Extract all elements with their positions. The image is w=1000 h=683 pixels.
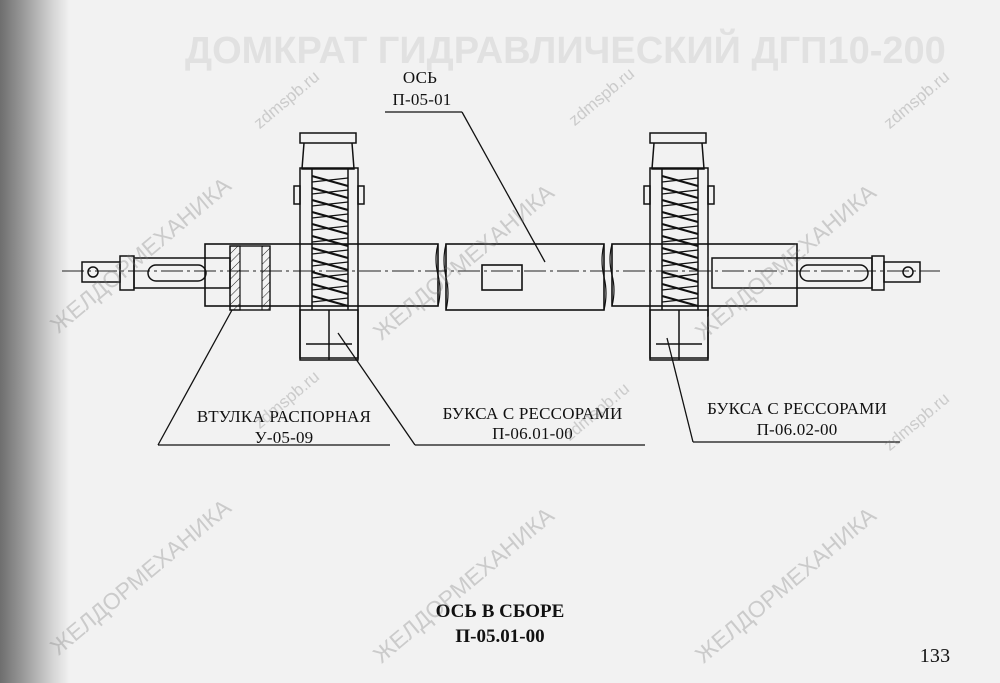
key-slot: [481, 264, 523, 291]
axle-label-code: П-05-01: [392, 90, 452, 109]
spacer-label-name: ВТУЛКА РАСПОРНАЯ: [196, 407, 372, 426]
scan-edge-shadow: [0, 0, 70, 683]
right-box-label-code: П-06.02-00: [756, 420, 838, 439]
right-journal: [711, 255, 921, 291]
left-spring: [311, 174, 349, 308]
right-box-label-name: БУКСА С РЕССОРАМИ: [707, 399, 887, 418]
left-axle-box: [293, 132, 365, 361]
left-journal: [81, 255, 231, 291]
spacer-label-code: У-05-09: [254, 428, 314, 447]
left-box-label-code: П-06.01-00: [492, 424, 573, 443]
right-spring: [661, 174, 699, 308]
drawing-code: П-05.01-00: [455, 626, 545, 647]
leader-lines: [157, 111, 900, 446]
break-lines: [435, 243, 615, 311]
axle-label-name: ОСЬ: [402, 68, 438, 87]
background-heading: ДОМКРАТ ГИДРАВЛИЧЕСКИЙ ДГП10-200: [185, 30, 946, 72]
page-number: 133: [919, 645, 951, 667]
spacer-sleeve: [229, 245, 271, 311]
left-box-label-name: БУКСА С РЕССОРАМИ: [442, 404, 623, 423]
drawing-title: ОСЬ В СБОРЕ: [435, 601, 565, 622]
